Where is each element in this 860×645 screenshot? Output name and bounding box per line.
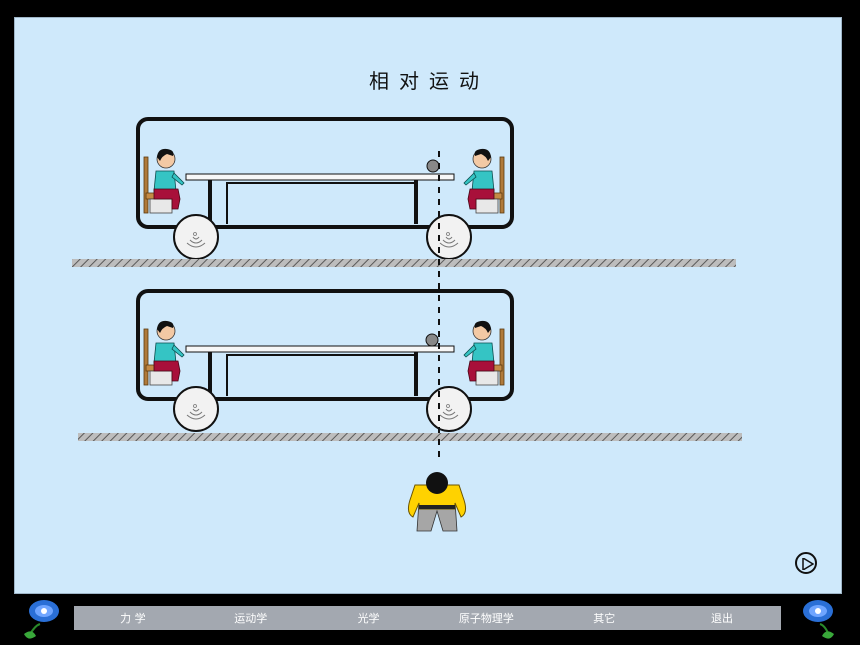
nav-item-mechanics[interactable]: 力 学 <box>120 612 146 625</box>
observer-figure <box>407 472 467 532</box>
morning-glory-flower-icon-left <box>24 600 59 639</box>
nav-item-optics[interactable]: 光学 <box>357 612 380 625</box>
ball-top <box>426 159 440 173</box>
next-slide-button[interactable] <box>795 552 817 574</box>
nav-item-other[interactable]: 其它 <box>593 612 616 625</box>
morning-glory-flower-icon-right <box>803 600 834 639</box>
nav-item-kinematics[interactable]: 运动学 <box>234 612 268 625</box>
slide-canvas: 相对运动 <box>14 17 842 594</box>
relative-motion-illustration <box>72 18 742 532</box>
bottom-nav-bar: 力 学 运动学 光学 原子物理学 其它 退出 <box>74 606 781 630</box>
ball-bottom <box>425 333 439 347</box>
car-bottom <box>138 291 512 431</box>
track-top <box>72 259 736 267</box>
slide-title: 相对运动 <box>369 69 489 93</box>
track-bottom <box>78 433 742 441</box>
car-top <box>138 119 512 259</box>
nav-item-atomic-physics[interactable]: 原子物理学 <box>458 612 514 625</box>
play-icon <box>802 558 814 570</box>
nav-item-exit[interactable]: 退出 <box>711 612 734 625</box>
